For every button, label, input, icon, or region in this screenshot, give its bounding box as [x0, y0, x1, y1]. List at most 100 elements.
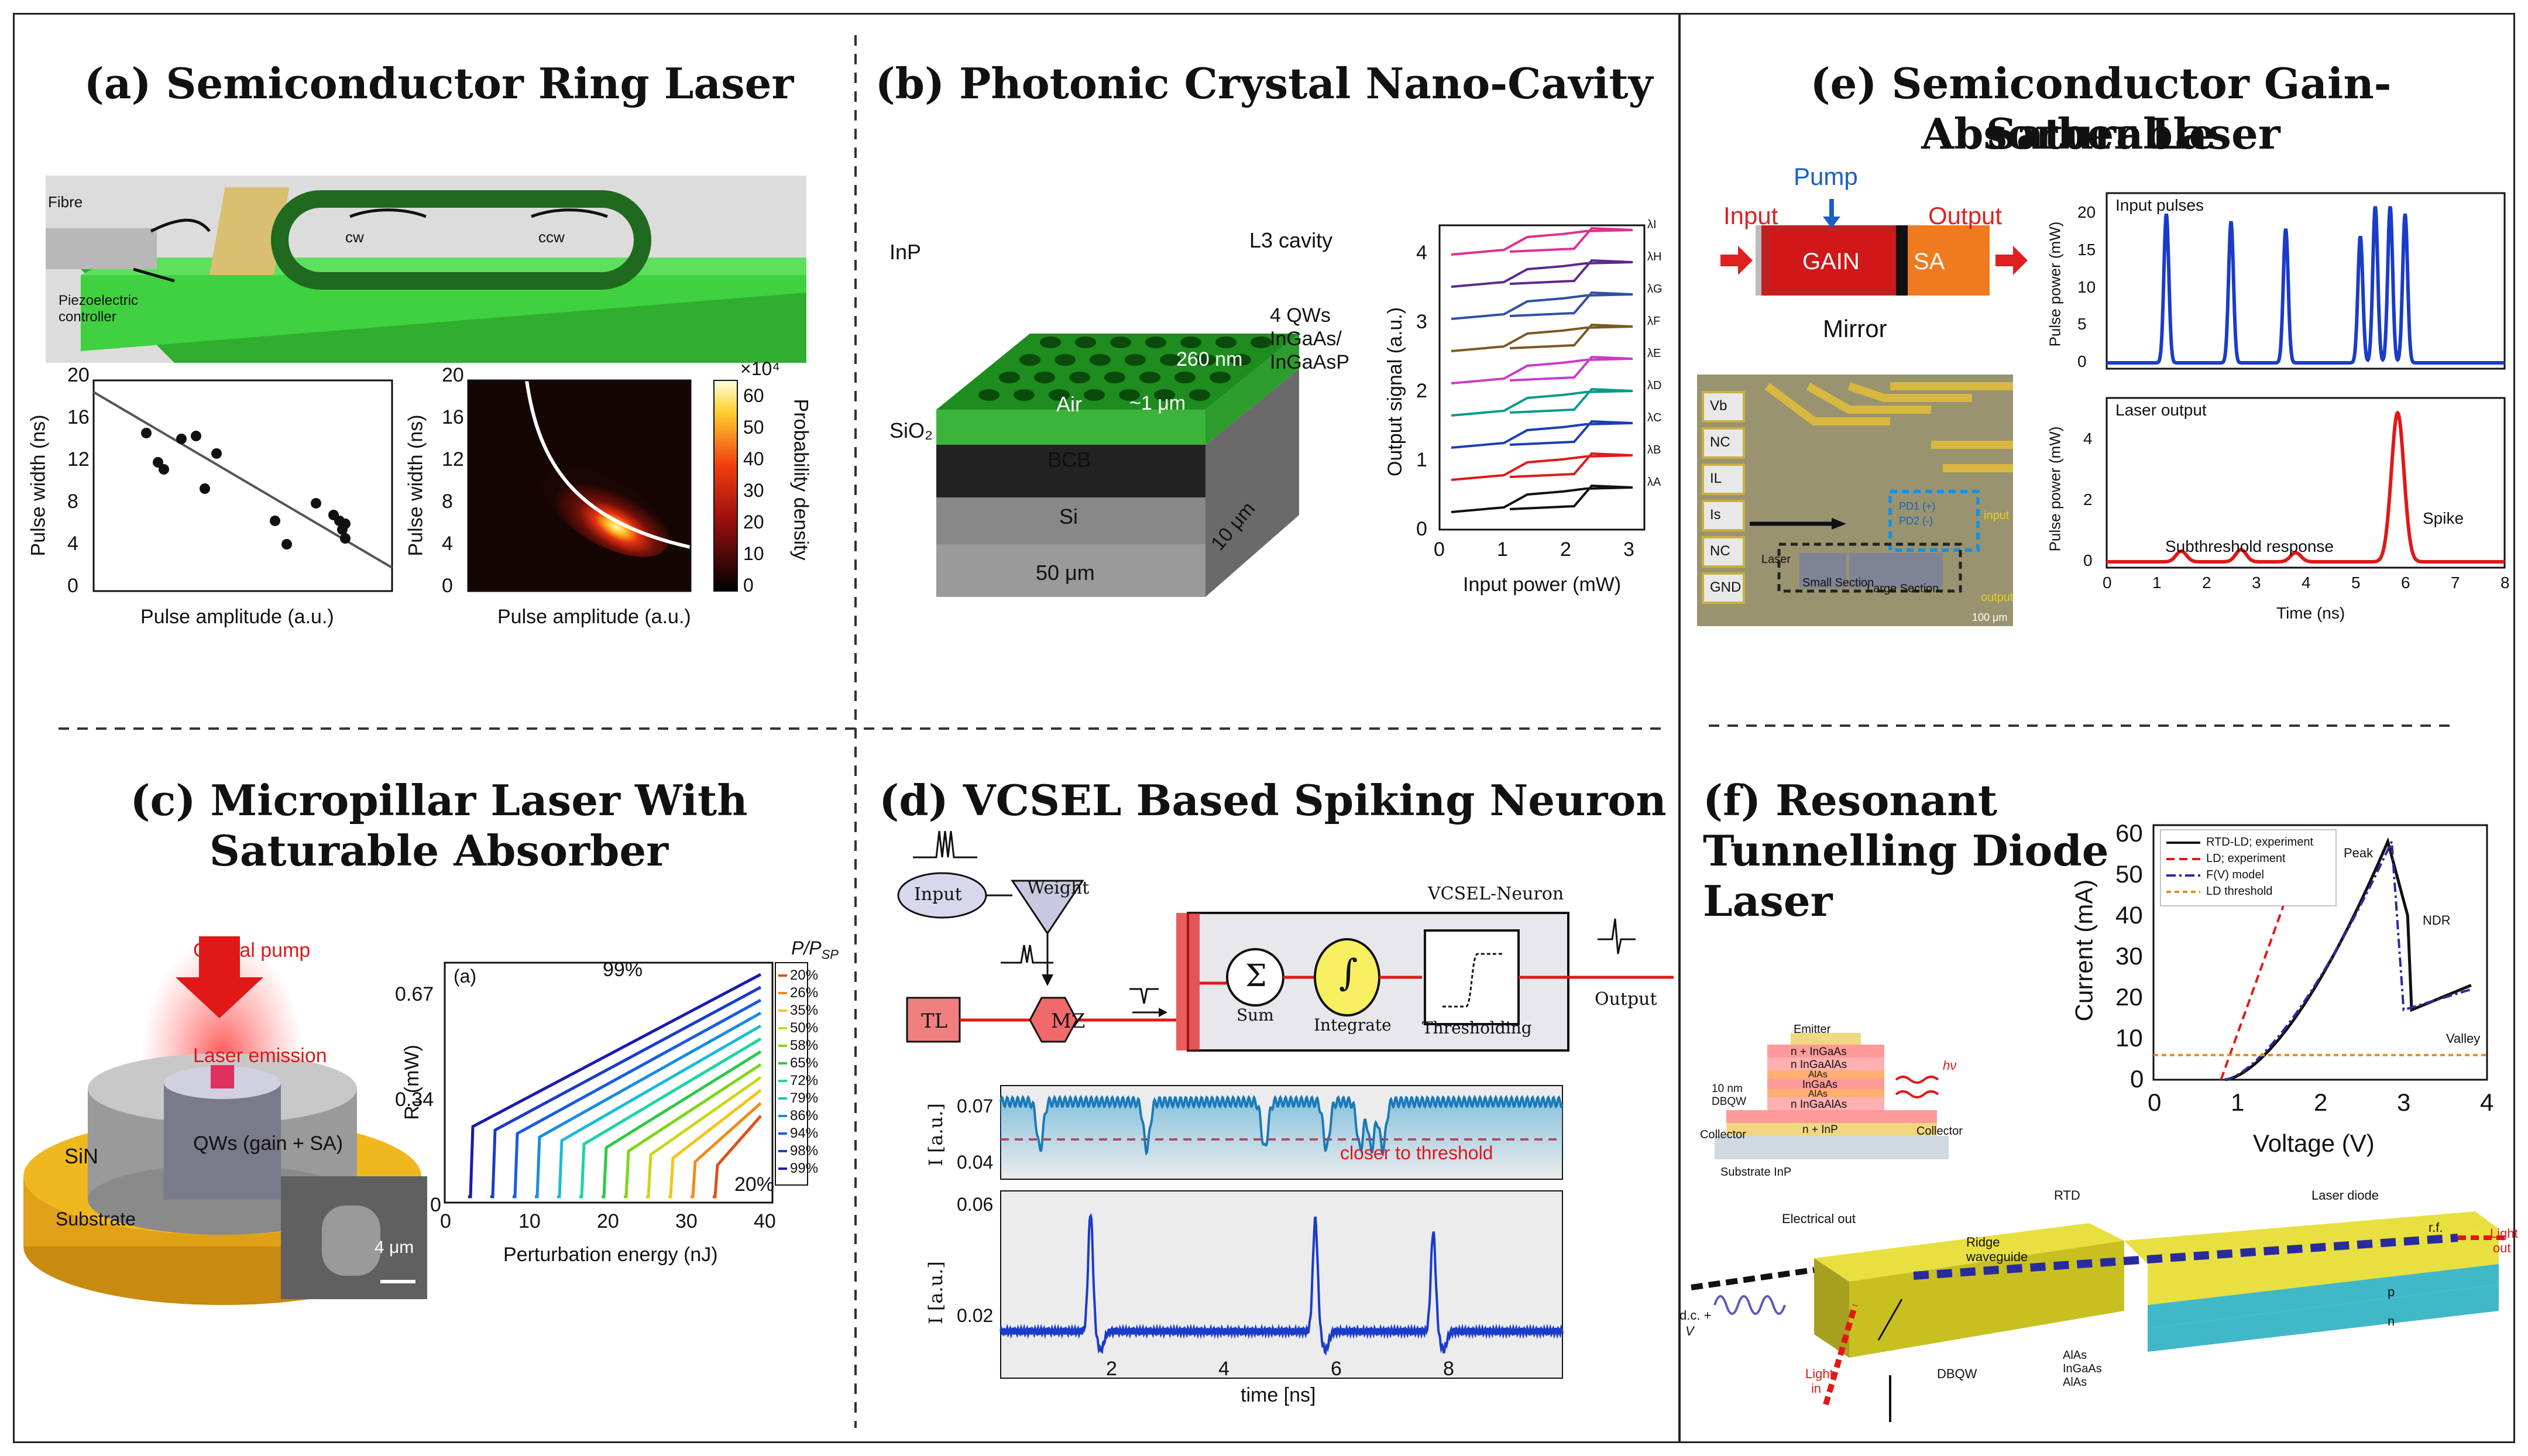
- chip-pad-label: GND: [1710, 579, 1742, 595]
- laser-output-ylabel: Pulse power (mW): [2046, 426, 2064, 552]
- chip-pad: [1702, 500, 1745, 531]
- top-ytick: 0.07: [957, 1096, 994, 1117]
- scatter-xlabel: Pulse amplitude (a.u.): [140, 606, 334, 628]
- pert-legend-title-main: P/P: [791, 938, 822, 959]
- iv-peak: Peak: [2344, 846, 2374, 860]
- chip-pad-label: NC: [1710, 543, 1730, 559]
- laser-emission-label: Laser emission: [193, 1045, 327, 1067]
- pert-trace: [713, 1115, 762, 1199]
- pert-xtick: 0: [440, 1210, 451, 1232]
- pert-trace: [535, 1011, 762, 1199]
- bot-ytick: 0.02: [957, 1305, 994, 1326]
- pert-ytick: 0.67: [395, 983, 434, 1005]
- iv-xlabel: Voltage (V): [2253, 1129, 2375, 1157]
- heatmap-ytick: 16: [442, 406, 464, 428]
- pert-trace: [579, 1037, 762, 1199]
- sum-block: Sum: [1236, 1005, 1274, 1025]
- air-label: Air: [1056, 392, 1082, 416]
- light-in-2: in: [1811, 1381, 1822, 1396]
- scatter-point: [153, 457, 163, 468]
- sum-symbol: Σ: [1245, 959, 1267, 994]
- pc-hole: [1230, 354, 1251, 366]
- scatter-ytick: 20: [67, 364, 90, 386]
- output-xtick: 7: [2451, 574, 2460, 592]
- rtd-ld-device: [1691, 1211, 2505, 1422]
- pc-hole: [1215, 336, 1236, 348]
- pc-hole: [1189, 389, 1210, 401]
- bcb-label: BCB: [1047, 448, 1091, 472]
- panel-a-title: (a) Semiconductor Ring Laser: [84, 59, 794, 108]
- bistab-ytick: 3: [1416, 311, 1427, 333]
- pert-legend-item: 58%: [790, 1038, 819, 1053]
- scatter-point: [340, 533, 351, 544]
- bistab-trace-label: λF: [1647, 315, 1661, 328]
- pc-hole: [1160, 354, 1181, 366]
- substrate-inp: Substrate InP: [1720, 1166, 1792, 1179]
- input-ytick: 5: [2077, 315, 2087, 334]
- pert-legend-item: 98%: [790, 1143, 819, 1159]
- gain-output-label: Output: [1928, 202, 2003, 229]
- scatter-point: [200, 483, 210, 494]
- panel-c-title-1: (c) Micropillar Laser With: [130, 775, 748, 825]
- chip-large-label: Large Section: [1867, 582, 1939, 595]
- laser-output-plot: [2105, 397, 2506, 569]
- chip-pad: [1702, 463, 1745, 495]
- heatmap-ytick: 12: [442, 448, 464, 471]
- output-xtick: 8: [2500, 574, 2510, 592]
- pert-trace: [513, 998, 762, 1199]
- scatter-ytick: 4: [67, 533, 78, 555]
- chip-pd2-label: PD2 (-): [1899, 515, 1933, 527]
- iv-ytick: 30: [2115, 942, 2143, 970]
- p-label: p: [2388, 1285, 2395, 1299]
- iv-xtick: 3: [2397, 1088, 2411, 1116]
- cw-label: cw: [345, 228, 364, 246]
- iv-ytick: 60: [2115, 819, 2143, 847]
- bistab-trace: [1451, 259, 1633, 288]
- output-xtick: 4: [2302, 574, 2311, 592]
- vcsel-note: closer to threshold: [1340, 1142, 1493, 1163]
- weight-block: Weight: [1027, 878, 1090, 898]
- input-pulses-plot: [2105, 192, 2506, 370]
- bistability-plot: [1438, 224, 1646, 531]
- gain-label: GAIN: [1802, 249, 1860, 274]
- colorbar-tick: 20: [743, 511, 764, 533]
- pump-label: Pump: [1794, 163, 1858, 190]
- iv-ylabel: Current (mA): [2070, 879, 2098, 1022]
- pc-hole: [1210, 372, 1231, 383]
- scatter-point: [270, 516, 280, 526]
- pert-trace: [691, 1102, 762, 1199]
- dbqw-size: 10 nm: [1712, 1083, 1743, 1095]
- bistab-xtick: 2: [1560, 538, 1571, 561]
- bistab-trace: [1451, 420, 1633, 449]
- gain-sa-schematic: [1720, 199, 2028, 296]
- bistab-trace: [1451, 452, 1633, 481]
- pert-legend-item: 99%: [790, 1160, 819, 1176]
- layer-2: n InGaAlAs: [1791, 1059, 1847, 1071]
- qws-gain-label: QWs (gain + SA): [193, 1132, 344, 1155]
- iv-ytick: 40: [2115, 901, 2143, 929]
- iv-legend-item: LD threshold: [2206, 885, 2273, 898]
- rtd-layer-stack: [1715, 1033, 1949, 1159]
- scatter-point: [176, 434, 187, 444]
- panel-f-title-1: (f) Resonant: [1703, 775, 1997, 825]
- pert-trace: [468, 973, 762, 1199]
- collector-left: Collector: [1700, 1128, 1746, 1141]
- scatter-point: [337, 524, 348, 535]
- iv-model: [2224, 841, 2472, 1081]
- bistab-ytick: 4: [1416, 242, 1427, 264]
- iv-xtick: 4: [2480, 1088, 2494, 1116]
- iv-xtick: 2: [2314, 1088, 2328, 1116]
- ridge-label-2: waveguide: [1966, 1249, 2028, 1264]
- input-ytick: 20: [2077, 203, 2096, 222]
- pert-trace: [490, 985, 762, 1199]
- bistab-ytick: 0: [1416, 518, 1427, 540]
- pert-legend-item: 50%: [790, 1020, 819, 1036]
- pert-ann-low: 20%: [734, 1173, 775, 1196]
- input-ytick: 0: [2077, 352, 2087, 370]
- pc-hole: [1110, 336, 1131, 348]
- scatter-ylabel: Pulse width (ns): [27, 414, 50, 557]
- pc-hole: [999, 372, 1020, 383]
- heatmap-ytick: 0: [442, 575, 453, 597]
- pert-trace: [557, 1024, 762, 1199]
- bistab-trace-label: λH: [1647, 250, 1662, 263]
